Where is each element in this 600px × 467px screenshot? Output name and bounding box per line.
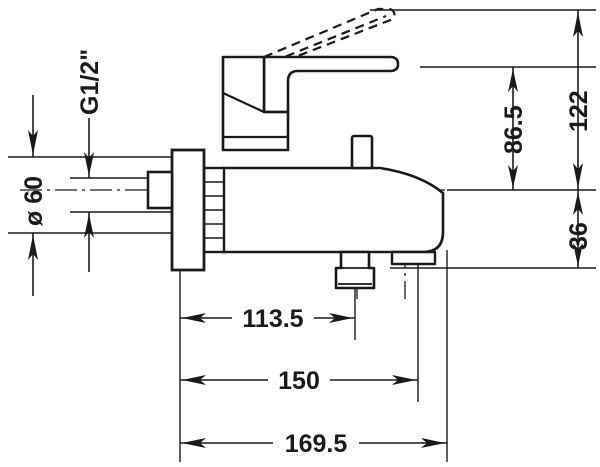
spout-aerator-pad <box>390 250 437 266</box>
dimension-36-label: 36 <box>565 222 593 250</box>
inlet-nipple <box>146 170 174 210</box>
dimension-122: 122 <box>565 10 593 190</box>
dimension-122-label: 122 <box>565 90 593 132</box>
lever-handle <box>262 55 400 114</box>
dimension-diameter-60-label: ø 60 <box>20 176 48 226</box>
mixer-body <box>221 166 445 254</box>
dimension-150-label: 150 <box>278 367 320 395</box>
dimension-86-5-label: 86.5 <box>500 105 528 154</box>
dimension-86-5: 86.5 <box>500 67 528 190</box>
dimension-thread-g12-label: G1/2" <box>76 49 104 115</box>
dimension-113-5: 113.5 <box>180 300 355 336</box>
thread-hatching <box>204 181 224 239</box>
dimension-150: 150 <box>180 362 418 398</box>
dimension-36: 36 <box>565 190 593 268</box>
hand-shower-outlet <box>334 250 376 290</box>
dimension-thread-g12: G1/2" <box>76 49 104 272</box>
dimension-169-5-label: 169.5 <box>285 430 348 458</box>
dimension-169-5: 169.5 <box>180 425 447 461</box>
dimension-113-5-label: 113.5 <box>242 305 303 333</box>
diverter-knob <box>350 134 374 170</box>
handle-shoulder-line <box>222 92 288 114</box>
dimension-diameter-60: ø 60 <box>20 95 48 296</box>
wall-flange-escutcheon <box>170 148 206 272</box>
left-vertical-dimensions: ø 60 G1/2" <box>20 49 104 296</box>
vertical-dimensions: 86.5 122 36 <box>500 10 593 268</box>
extension-lines <box>8 9 596 462</box>
horizontal-dimensions: 113.5 150 169.5 <box>180 300 447 461</box>
handle-raised-dashed-outline <box>263 7 396 64</box>
